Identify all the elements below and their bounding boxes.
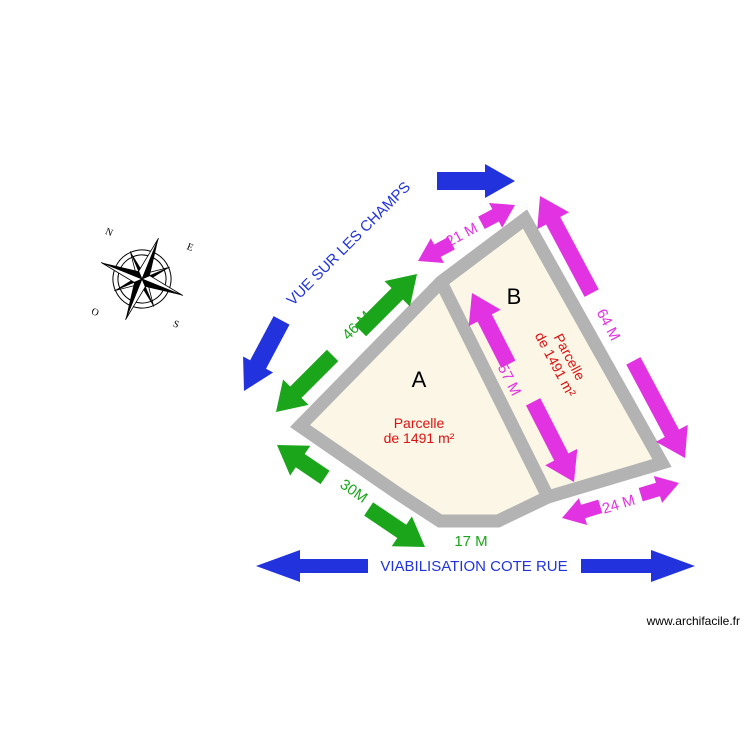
dimension-bottom-right-label: 24 M (600, 492, 637, 518)
parcel-b-area (441, 219, 662, 497)
compass-o-label: O (90, 306, 101, 319)
road-label: VIABILISATION COTE RUE (380, 558, 567, 575)
compass-n-label: N (104, 226, 115, 239)
parcel-b-letter: B (507, 284, 522, 309)
dimension-arrow-bottom-right-right (638, 476, 679, 503)
dimension-arrow-right-lower (626, 357, 688, 458)
compass-e-label: E (185, 241, 195, 253)
parcel-a-label-line1: Parcelle (394, 415, 445, 431)
road-arrow-left (256, 550, 368, 582)
dimension-bottom-left-label: 30M (337, 476, 371, 507)
parcel-a-label-line2: de 1491 m² (384, 430, 455, 446)
view-arrow-right (437, 164, 515, 198)
dimension-arrow-left-lower (276, 349, 339, 412)
dimension-bottom-label: 17 M (454, 533, 487, 550)
dimension-arrow-bottom-right-left (562, 498, 603, 525)
compass-s-label: S (171, 319, 180, 331)
dimension-arrow-divider-upper (468, 293, 516, 368)
dimension-arrow-bottom-left-lower (364, 502, 425, 547)
parcel-a-letter: A (412, 367, 427, 392)
dividing-wall (435, 279, 554, 500)
view-arrow-left (243, 316, 290, 391)
dimension-top-label: 21 M (443, 220, 480, 251)
compass-rose-icon (100, 237, 184, 321)
dimension-arrow-bottom-left-upper (277, 445, 330, 485)
dimension-arrow-top-left (418, 236, 455, 264)
watermark: www.archifacile.fr (646, 614, 740, 628)
dimension-arrow-divider-lower (526, 398, 578, 482)
site-outline (289, 209, 672, 528)
dimension-arrow-left-upper (354, 274, 417, 337)
dimension-arrow-right-upper (537, 196, 599, 297)
dimension-arrow-top-right (478, 202, 515, 230)
road-arrow-right (581, 550, 695, 582)
